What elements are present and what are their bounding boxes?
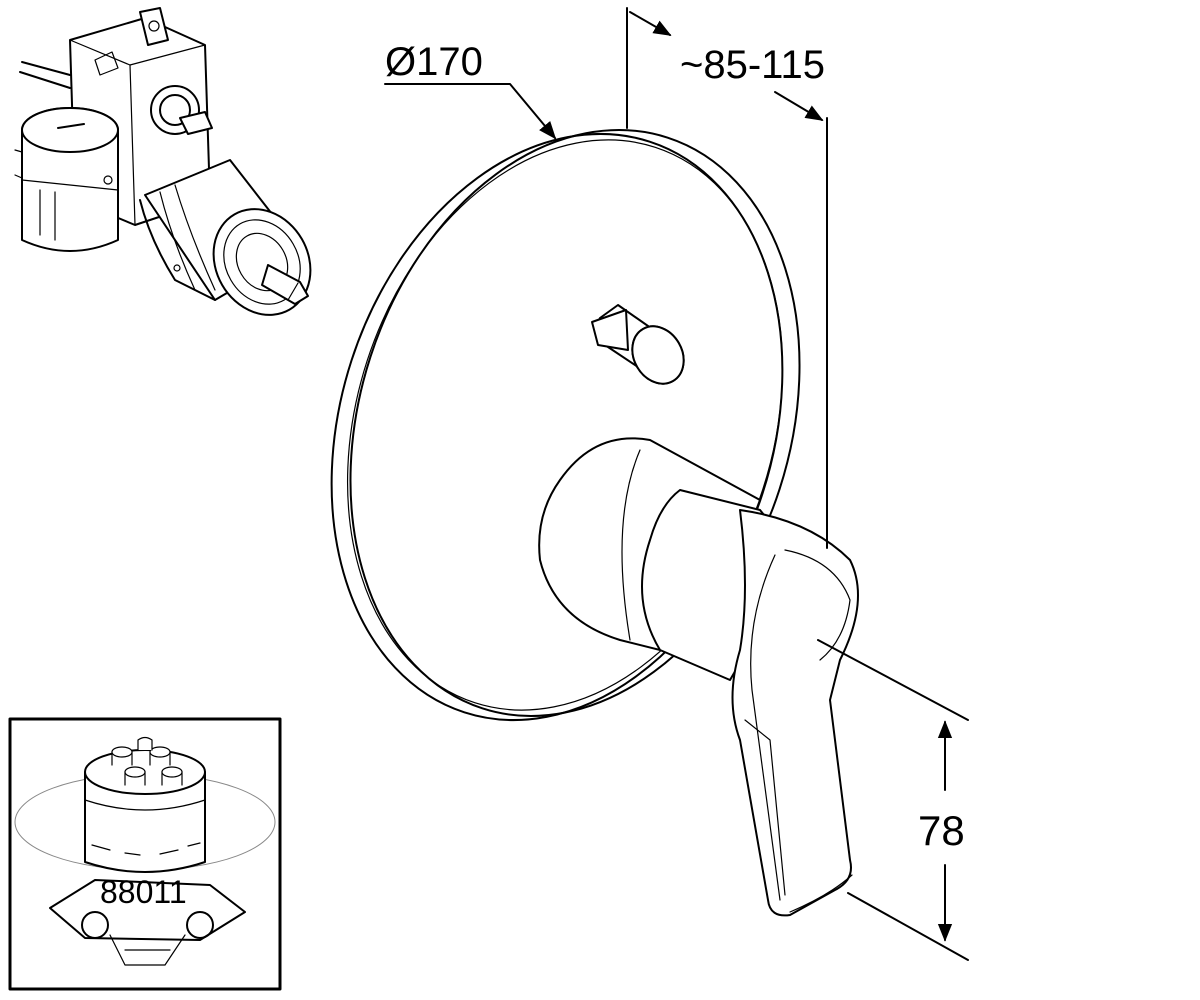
lever-height-label: 78 (918, 807, 965, 854)
diameter-dimension: Ø170 (384, 40, 557, 140)
diameter-label: Ø170 (385, 40, 483, 84)
lever-handle (538, 437, 859, 917)
projection-label: ~85-115 (680, 43, 825, 87)
inset-box: 88011 (8, 717, 282, 991)
diverter-knob (591, 304, 685, 385)
rough-in-valve-body (14, 7, 312, 316)
projection-dimension: ~85-115 (626, 7, 828, 549)
cartridge-studs (111, 736, 183, 786)
part-number: 88011 (100, 874, 187, 910)
lever-height-dimension: 78 (817, 639, 969, 961)
